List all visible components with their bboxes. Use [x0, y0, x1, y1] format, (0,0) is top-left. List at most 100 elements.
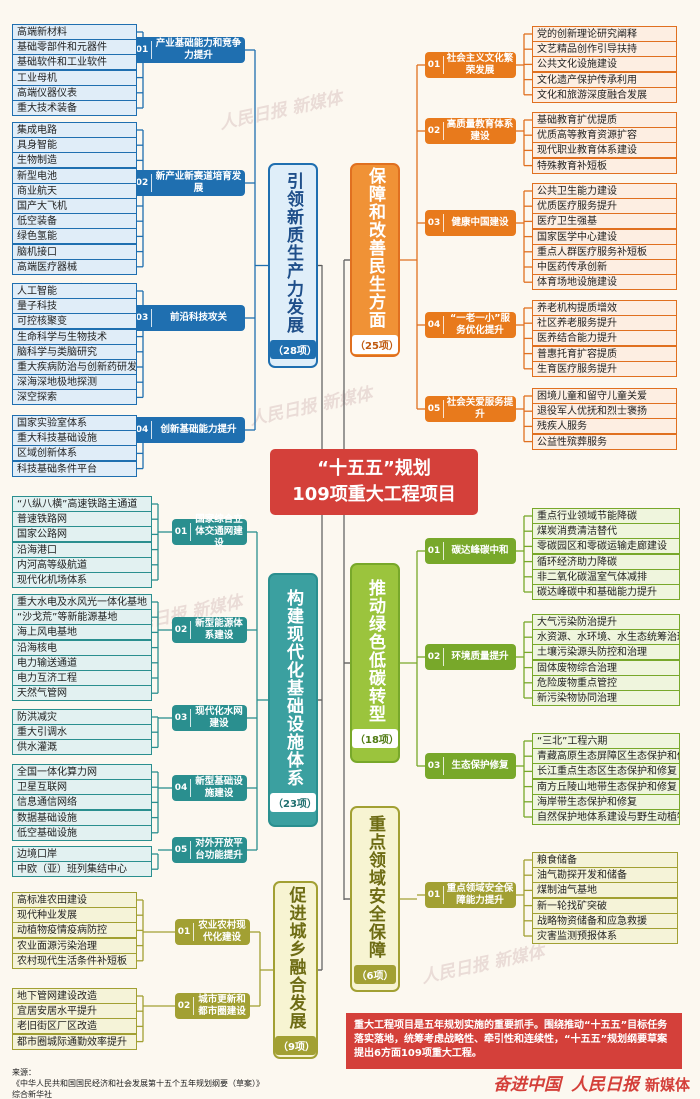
project-item: 具身智能 [12, 137, 137, 154]
subcategory-label: 生态保护修复 [451, 760, 509, 771]
project-item: 困境儿童和留守儿童关爱 [532, 388, 677, 404]
project-item: 煤炭消费清洁替代 [532, 523, 680, 540]
project-item: 社区养老服务提升 [532, 315, 677, 332]
subcategory-number: 01 [174, 527, 188, 537]
subcategory-label: 对外开放平台功能提升 [195, 838, 243, 861]
logo-fenjin-zhongguo: 奋进中国 [493, 1075, 562, 1095]
project-item: 文化和旅游深度融合发展 [532, 86, 677, 103]
subcategory-label: 农业农村现代化建设 [198, 920, 246, 943]
subcategory-number: 04 [135, 425, 149, 435]
project-item: 深海深地极地探测 [12, 374, 137, 391]
project-item: 基础教育扩优提质 [532, 112, 677, 128]
project-item: 灾害监测预报体系 [532, 928, 678, 944]
subcategory-number: 02 [174, 625, 188, 635]
subcategory-5-1: 01 碳达峰碳中和 [425, 538, 516, 564]
pillar-5: 推动绿色低碳转型（18项） [350, 563, 400, 763]
project-item: 残疾人服务 [532, 418, 677, 435]
subcategory-label: 创新基础能力提升 [160, 424, 237, 435]
subcategory-number: 01 [427, 546, 441, 556]
subcategory-number: 02 [177, 1001, 191, 1011]
subcategory-label: 新产业新赛道培育发展 [155, 171, 242, 194]
project-item: 商业航天 [12, 182, 137, 199]
project-item: 生命科学与生物技术 [12, 328, 137, 345]
source-line1: 《中华人民共和国国民经济和社会发展第十五个五年规划纲要（草案）》 [12, 1079, 264, 1088]
logo-renmin-ribao: 人民日报 新媒体 [571, 1075, 690, 1095]
project-item: 重大引调水 [12, 724, 152, 741]
project-item: 青藏高原生态屏障区生态保护和修复 [532, 748, 680, 765]
subcategory-2-5: 05 对外开放平台功能提升 [172, 837, 247, 863]
project-item: “三北”工程六期 [532, 733, 680, 749]
project-item: 宜居安居水平提升 [12, 1003, 137, 1020]
main-title-line1: “十五五”规划 [317, 458, 431, 479]
project-item: 中欧（亚）班列集结中心 [12, 861, 152, 878]
project-item: 文化遗产保护传承利用 [532, 71, 677, 88]
subcategory-6-1: 01 重点领域安全保障能力提升 [425, 882, 516, 908]
project-item: 沿海核电 [12, 639, 152, 656]
subcategory-4-4: 04 “一老一小”服务优化提升 [425, 312, 516, 338]
project-item: 水资源、水环境、水生态统筹治理 [532, 629, 680, 646]
subcategory-1-4: 04 创新基础能力提升 [133, 417, 245, 443]
project-item: 信息通信网络 [12, 794, 152, 811]
project-item: 供水灌溉 [12, 739, 152, 756]
project-item: 天然气管网 [12, 685, 152, 702]
project-item: 集成电路 [12, 122, 137, 138]
project-item: 养老机构提质增效 [532, 300, 677, 316]
project-item: 国产大飞机 [12, 198, 137, 214]
project-item: 量子科技 [12, 298, 137, 315]
project-item: 低空基础设施 [12, 824, 152, 841]
project-item: 循环经济助力降碳 [532, 553, 680, 570]
project-item: 可控核聚变 [12, 313, 137, 330]
project-item: “沙戈荒”等新能源基地 [12, 609, 152, 626]
project-item: 区域创新体系 [12, 445, 137, 462]
project-item: 固体废物综合治理 [532, 659, 680, 676]
project-item: 战略物资储备和应急救援 [532, 912, 678, 929]
project-item: 国家公路网 [12, 526, 152, 543]
project-item: 优质医疗服务提升 [532, 198, 677, 215]
subcategory-number: 05 [174, 845, 188, 855]
subcategory-number: 01 [427, 890, 441, 900]
project-item: 高标准农田建设 [12, 892, 137, 908]
project-item: 非二氧化碳温室气体减排 [532, 568, 680, 585]
project-item: 高端新材料 [12, 24, 137, 40]
project-item: 医疗卫生强基 [532, 213, 677, 230]
project-item: 农业面源污染治理 [12, 937, 137, 954]
subcategory-number: 03 [427, 218, 441, 228]
pillar-count: （18项） [352, 728, 399, 748]
subcategory-number: 04 [427, 320, 441, 330]
pillar-1: 引领新质生产力发展（28项） [268, 163, 318, 368]
project-item: 体育场地设施建设 [532, 274, 677, 291]
subcategory-number: 02 [427, 652, 441, 662]
project-item: 深空探索 [12, 389, 137, 406]
project-item: 全国一体化算力网 [12, 764, 152, 780]
subcategory-label: 碳达峰碳中和 [451, 545, 509, 556]
subcategory-label: 重点领域安全保障能力提升 [446, 883, 514, 906]
project-item: 边境口岸 [12, 846, 152, 862]
project-item: 医养结合能力提升 [532, 330, 677, 347]
subcategory-number: 03 [135, 313, 149, 323]
project-item: 危险废物重点管控 [532, 674, 680, 691]
project-item: 绿色氢能 [12, 228, 137, 245]
project-item: 现代种业发展 [12, 907, 137, 924]
project-item: 基础零部件和元器件 [12, 39, 137, 56]
pillar-3: 促进城乡融合发展（9项） [273, 881, 318, 1059]
project-item: 自然保护地体系建设与野生动植物保护 [532, 809, 680, 825]
project-item: 大气污染防治提升 [532, 614, 680, 630]
project-item: 国家实验室体系 [12, 415, 137, 431]
subcategory-number: 02 [135, 178, 149, 188]
project-item: 优质高等教育资源扩容 [532, 127, 677, 144]
pillar-4: 保障和改善民生方面（25项） [350, 163, 400, 357]
pillar-2: 构建现代化基础设施体系（23项） [268, 573, 318, 827]
project-item: 动植物疫情疫病防控 [12, 922, 137, 939]
project-item: 现代化机场体系 [12, 572, 152, 588]
subcategory-label: “一老一小”服务优化提升 [450, 313, 510, 336]
project-item: 电力互济工程 [12, 670, 152, 686]
project-item: 长江重点生态区生态保护和修复 [532, 763, 680, 780]
subcategory-number: 01 [135, 45, 149, 55]
